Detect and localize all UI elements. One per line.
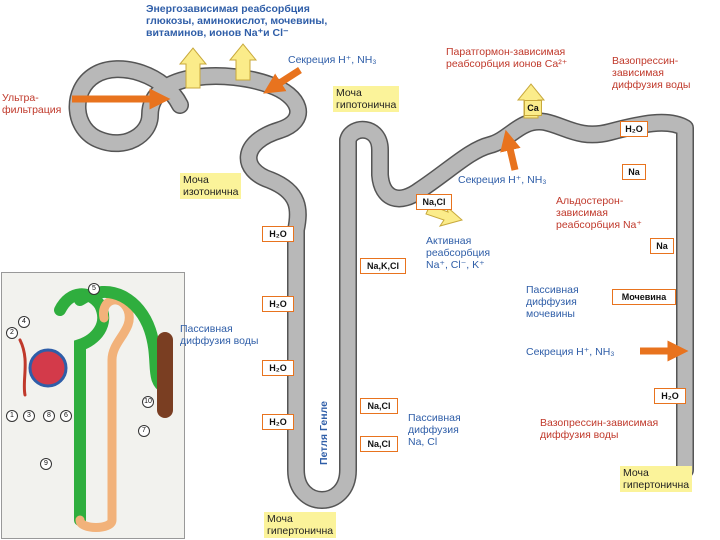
label-secretion-right: Секреция H⁺, NH₃ bbox=[526, 346, 615, 358]
box-h2o-2: H₂O bbox=[262, 296, 294, 312]
box-h2o-1: H₂O bbox=[262, 226, 294, 242]
inset-number-2: 2 bbox=[6, 327, 18, 339]
label-vasopressin-bottom: Вазопрессин-зависимая диффузия воды bbox=[540, 417, 659, 441]
secretion-mid-arrow bbox=[500, 129, 521, 171]
inset-glomerulus bbox=[28, 348, 68, 388]
label-vasopressin-top: Вазопрессин- зависимая диффузия воды bbox=[612, 55, 691, 91]
label-loop-henle: Петля Генле bbox=[318, 401, 330, 465]
label-urine-isotonic: Моча изотонична bbox=[180, 173, 242, 199]
box-na-k-cl: Na,K,Cl bbox=[360, 258, 406, 274]
label-secretion-mid: Секреция H⁺, NH₃ bbox=[458, 174, 547, 186]
label-energy-reabsorption: Энергозависимая реабсорбция глюкозы, ами… bbox=[146, 3, 328, 39]
box-na-cl-2: Na,Cl bbox=[360, 436, 398, 452]
inset-number-5: 5 bbox=[88, 283, 100, 295]
box-urea: Мочевина bbox=[612, 289, 676, 305]
inset-nephron bbox=[18, 285, 173, 532]
label-aldosterone: Альдостерон- зависимая реабсорбция Na⁺ bbox=[556, 195, 642, 231]
inset-number-8: 8 bbox=[43, 410, 55, 422]
inset-loop-peach bbox=[75, 295, 134, 532]
label-ultrafiltration: Ультра- фильтрация bbox=[2, 92, 62, 116]
reabsorption-arrow-2 bbox=[228, 43, 258, 81]
reabsorption-arrow-1 bbox=[178, 47, 208, 89]
inset-number-4: 4 bbox=[18, 316, 30, 328]
box-na-cl-1: Na,Cl bbox=[360, 398, 398, 414]
label-passive-urea: Пассивная диффузия мочевины bbox=[526, 284, 579, 320]
secretion-top-arrow bbox=[263, 67, 302, 94]
box-h2o-4: H₂O bbox=[262, 414, 294, 430]
label-secretion-top: Секреция H⁺, NH₃ bbox=[288, 54, 377, 66]
label-active-reabsorption: Активная реабсорбция Na⁺, Cl⁻, K⁺ bbox=[426, 235, 491, 271]
inset-number-7: 7 bbox=[138, 425, 150, 437]
box-na-cl-top: Na,Cl bbox=[416, 194, 452, 210]
box-h2o-right-top: H₂O bbox=[620, 121, 648, 137]
label-passive-nacl: Пассивная диффузия Na, Cl bbox=[408, 412, 461, 448]
inset-collecting-green bbox=[54, 288, 110, 526]
label-urine-hypotonic: Моча гипотонична bbox=[333, 86, 400, 112]
inset-vessel bbox=[18, 338, 27, 397]
box-na-1: Na bbox=[622, 164, 646, 180]
box-ca: Ca bbox=[524, 100, 542, 116]
inset-duct-green bbox=[74, 285, 171, 394]
active-reabsorption-arrow bbox=[425, 204, 464, 227]
inset-number-6: 6 bbox=[60, 410, 72, 422]
inset-number-3: 3 bbox=[23, 410, 35, 422]
label-passive-water: Пассивная диффузия воды bbox=[180, 323, 259, 347]
box-na-2: Na bbox=[650, 238, 674, 254]
label-urine-hypertonic-bottom: Моча гипертонична bbox=[264, 512, 337, 538]
box-h2o-3: H₂O bbox=[262, 360, 294, 376]
inset-number-1: 1 bbox=[6, 410, 18, 422]
orange-arrows bbox=[72, 67, 689, 362]
box-h2o-right-bottom: H₂O bbox=[654, 388, 686, 404]
inset-number-10: 10 bbox=[142, 396, 154, 408]
inset-number-9: 9 bbox=[40, 458, 52, 470]
label-urine-hypertonic-right: Моча гипертонична bbox=[620, 466, 693, 492]
label-parathormone: Паратгормон-зависимая реабсорбция ионов … bbox=[446, 46, 568, 70]
